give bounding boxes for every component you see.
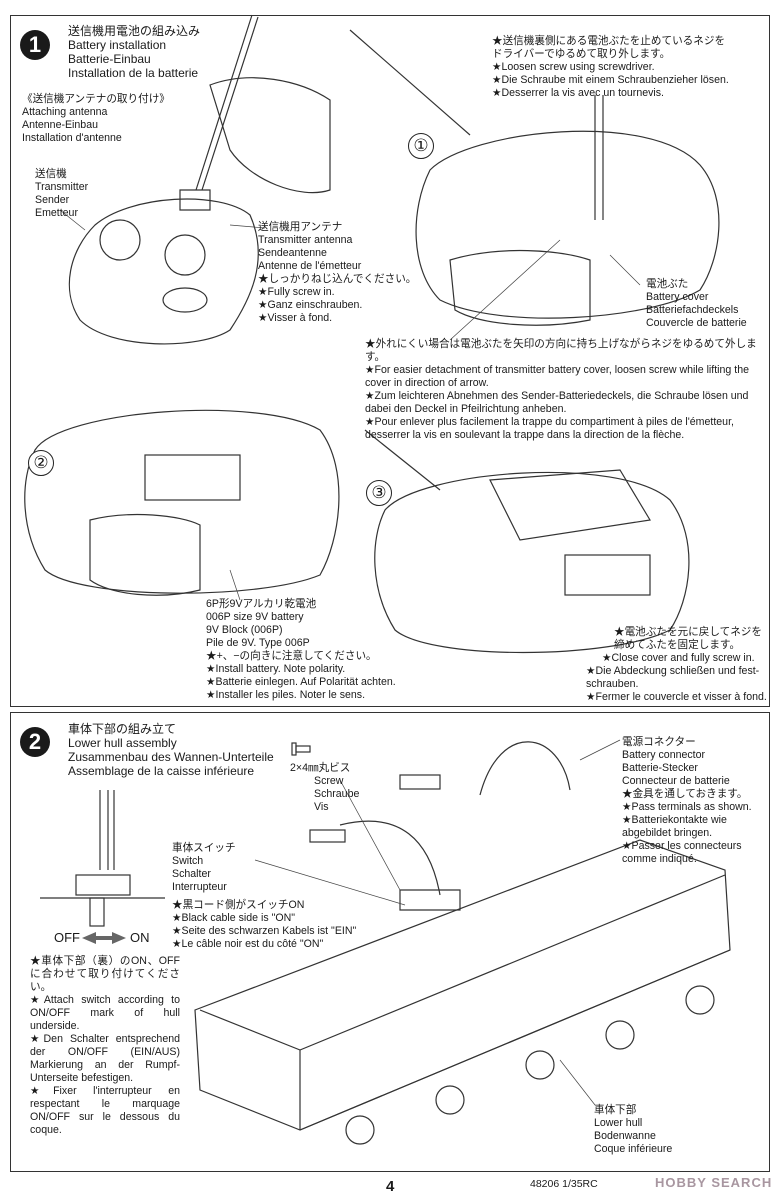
- transmitter-back-illustration: [349, 29, 720, 326]
- substep-1-marker: ①: [408, 133, 434, 159]
- step-number-badge: 1: [20, 30, 50, 60]
- watermark: HOBBY SEARCH: [655, 1175, 773, 1190]
- transmitter-illustration: [68, 14, 331, 345]
- battery-cover-closed-illustration: [364, 429, 690, 654]
- loosen-screw-note: ★送信機裏側にある電池ぶたを止めているネジをドライバーでゆるめて取り外します。★…: [492, 35, 729, 99]
- black-cable-note: ★黒コード側がスイッチON★Black cable side is "ON"★S…: [172, 899, 357, 950]
- switch-detail-illustration: [40, 790, 165, 927]
- page-number: 4: [386, 1178, 395, 1195]
- step2-panel: [10, 712, 770, 1172]
- detach-cover-note: ★外れにくい場合は電池ぶたを矢印の方向に持ち上げながらネジをゆるめて外します。★…: [365, 338, 757, 441]
- lower-hull-illustration: [194, 739, 731, 1145]
- step1-panel: [10, 15, 770, 707]
- off-label: OFF: [54, 930, 80, 945]
- attach-switch-note: ★車体下部（裏）のON、OFFに合わせて取り付けてください。★Attach sw…: [30, 955, 180, 1136]
- on-label: ON: [130, 930, 150, 945]
- substep-2-marker: ②: [28, 450, 54, 476]
- product-code: 48206 1/35RC: [530, 1178, 598, 1190]
- screw-icon: [291, 742, 311, 756]
- substep-3-marker: ③: [366, 480, 392, 506]
- step-number-badge: 2: [20, 727, 50, 757]
- close-cover-note: ★電池ぶたを元に戻してネジを締めてふたを固定します。★Close cover a…: [586, 626, 767, 703]
- battery-compartment-illustration: [24, 409, 340, 596]
- off-on-arrow-icon: [82, 932, 126, 944]
